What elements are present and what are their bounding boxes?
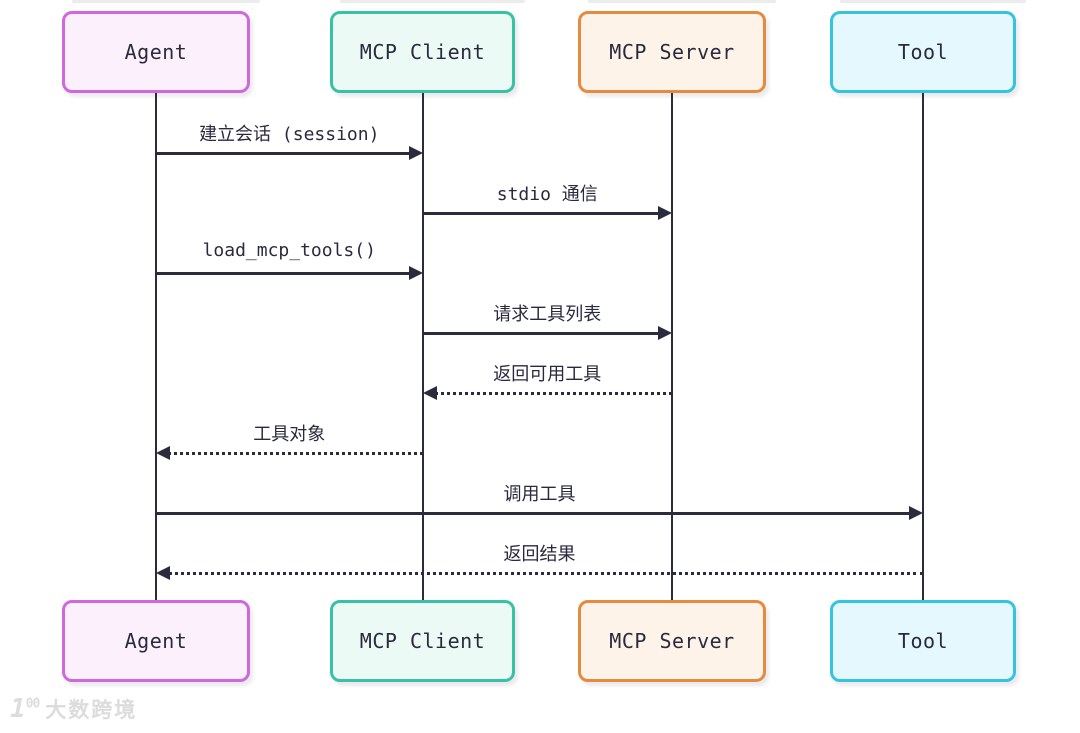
message-label: 调用工具 <box>503 484 576 505</box>
actor-box-mcp-server-bottom: MCP Server <box>578 600 766 682</box>
message-label: 建立会话 (session) <box>199 124 380 145</box>
message-line <box>156 152 417 155</box>
actor-label: Agent <box>124 40 188 64</box>
message-label: stdio 通信 <box>496 184 598 205</box>
message-label: load_mcp_tools() <box>202 240 376 261</box>
message-arrowhead <box>909 506 923 520</box>
lifeline-mcp-server <box>671 93 673 600</box>
watermark-logo-icon: 100 <box>10 694 40 724</box>
lifeline-mcp-client <box>421 93 424 600</box>
actor-label: Agent <box>124 629 188 653</box>
cropped-shadow-strip <box>340 0 525 3</box>
message-label: 请求工具列表 <box>493 304 602 325</box>
message-line <box>422 332 666 335</box>
lifeline-agent <box>155 93 157 600</box>
cropped-shadow-strip <box>72 0 260 3</box>
message-arrowhead <box>658 326 672 340</box>
actor-label: MCP Client <box>359 629 486 653</box>
cropped-shadow-strip <box>840 0 1026 3</box>
message-line <box>428 392 672 395</box>
actor-label: Tool <box>897 40 949 64</box>
actor-box-mcp-client-top: MCP Client <box>330 11 515 93</box>
actor-box-tool-top: Tool <box>830 11 1016 93</box>
lifeline-tool <box>922 93 924 600</box>
actor-box-agent-bottom: Agent <box>62 600 250 682</box>
actor-label: MCP Client <box>359 40 486 64</box>
message-arrowhead <box>422 386 437 400</box>
actor-label: MCP Server <box>609 40 735 64</box>
actor-box-tool-bottom: Tool <box>830 600 1016 682</box>
actor-box-mcp-server-top: MCP Server <box>578 11 766 93</box>
message-label: 返回结果 <box>503 544 576 565</box>
actor-box-mcp-client-bottom: MCP Client <box>330 600 515 682</box>
watermark: 100 大数跨境 <box>10 694 137 724</box>
message-line <box>156 512 917 515</box>
message-arrowhead <box>156 446 170 460</box>
message-line <box>156 272 417 275</box>
message-label: 返回可用工具 <box>493 364 602 385</box>
message-arrowhead <box>658 206 672 220</box>
actor-label: MCP Server <box>609 629 735 653</box>
message-arrowhead <box>408 266 423 280</box>
message-line <box>422 212 666 215</box>
message-line <box>162 572 923 575</box>
actor-label: Tool <box>897 629 949 653</box>
watermark-text: 大数跨境 <box>45 698 138 722</box>
message-label: 工具对象 <box>253 424 326 445</box>
cropped-shadow-strip <box>588 0 776 3</box>
message-arrowhead <box>156 566 170 580</box>
message-line <box>162 452 423 455</box>
actor-box-agent-top: Agent <box>62 11 250 93</box>
message-arrowhead <box>408 146 423 160</box>
